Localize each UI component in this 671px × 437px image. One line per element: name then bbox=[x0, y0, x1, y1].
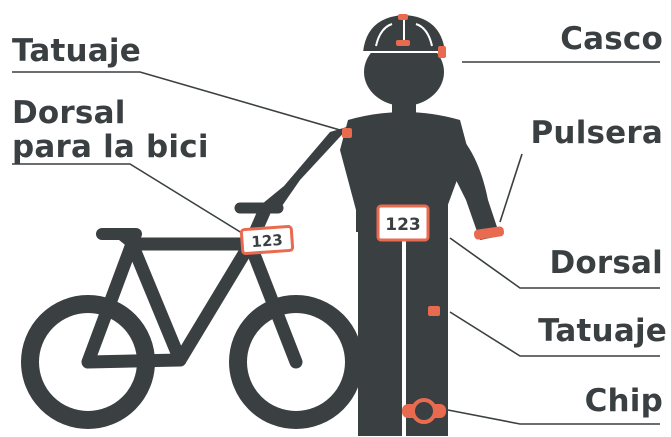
bike-saddle bbox=[96, 228, 142, 240]
body-bib-number: 123 bbox=[385, 215, 421, 235]
label-dorsal-bici: Dorsal para la bici bbox=[12, 96, 209, 164]
leader-dorsal-bici bbox=[12, 164, 250, 238]
label-tatuaje-top: Tatuaje bbox=[12, 34, 141, 68]
helmet-icon bbox=[362, 14, 446, 58]
cyclist-left-leg bbox=[358, 228, 402, 436]
label-tatuaje-bottom: Tatuaje bbox=[538, 314, 667, 348]
helmet-accent-side bbox=[438, 46, 446, 58]
helmet-accent-front bbox=[396, 40, 410, 46]
bike-number-plate: 123 bbox=[241, 226, 293, 253]
cyclist-left-arm bbox=[262, 126, 350, 214]
leader-pulsera bbox=[500, 154, 522, 222]
label-dorsal-bici-line1: Dorsal bbox=[12, 96, 209, 130]
bike-plate-number: 123 bbox=[251, 231, 283, 251]
label-casco: Casco bbox=[560, 22, 663, 56]
label-chip: Chip bbox=[585, 384, 663, 418]
helmet-accent-top bbox=[398, 14, 408, 20]
tattoo-arm-marker bbox=[342, 128, 352, 138]
body-bib: 123 bbox=[378, 206, 428, 240]
label-dorsal: Dorsal bbox=[549, 246, 663, 280]
chip-body bbox=[413, 400, 435, 422]
tattoo-leg-marker bbox=[428, 306, 440, 316]
bicycle bbox=[30, 208, 354, 420]
label-dorsal-bici-line2: para la bici bbox=[12, 130, 209, 164]
label-pulsera: Pulsera bbox=[531, 116, 664, 150]
